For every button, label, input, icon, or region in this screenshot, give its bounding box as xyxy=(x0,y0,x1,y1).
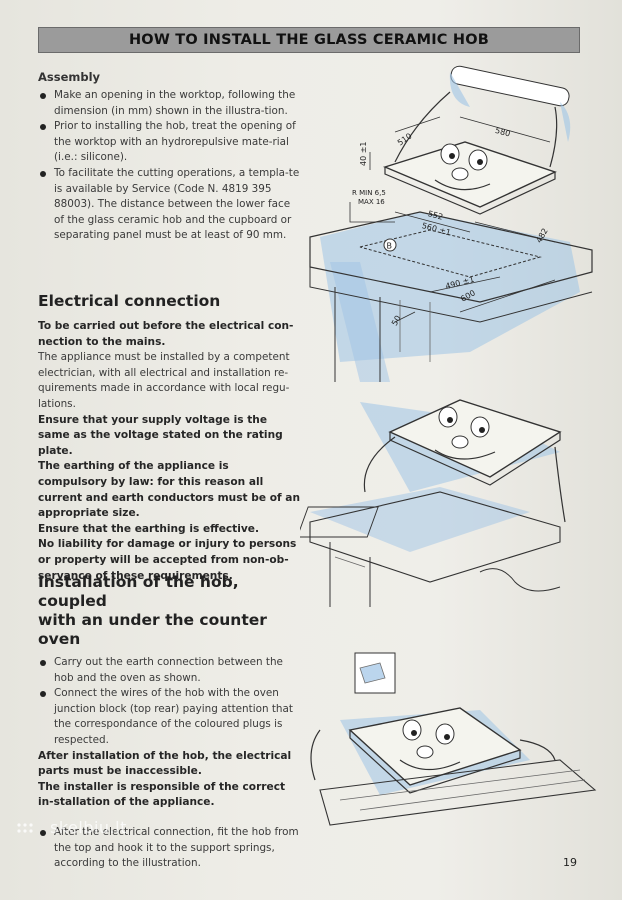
oven-bullet-1: Carry out the earth connection between t… xyxy=(38,655,300,686)
electrical-heading: Electrical connection xyxy=(38,292,221,310)
dim-40: 40 ±1 xyxy=(359,141,368,166)
assembly-bullet-1: Make an opening in the worktop, followin… xyxy=(38,88,300,119)
assembly-heading: Assembly xyxy=(38,70,101,84)
electrical-bold-1: Ensure that your supply voltage is the s… xyxy=(38,413,283,457)
dim-552: 552 xyxy=(427,209,444,222)
electrical-lead: To be carried out before the electrical … xyxy=(38,320,294,348)
page-number: 19 xyxy=(563,856,577,869)
electrical-bold-4: No liability for damage or injury to per… xyxy=(38,538,297,582)
assembly-section: Assembly Make an opening in the worktop,… xyxy=(38,70,300,244)
spring-detail-illustration xyxy=(354,652,396,694)
earth-connection-illustration xyxy=(300,399,566,607)
dim-rmin: R MIN 6,5 xyxy=(352,189,386,197)
watermark-text: skelbiu.lt xyxy=(50,818,127,837)
oven-bold-1: After installation of the hob, the elect… xyxy=(38,749,292,778)
assembly-list: Make an opening in the worktop, followin… xyxy=(38,88,300,244)
page-title: HOW TO INSTALL THE GLASS CERAMIC HOB xyxy=(38,27,580,53)
oven-final-list: After the electrical connection, fit the… xyxy=(38,825,300,872)
oven-heading-line2: with an under the counter oven xyxy=(38,611,267,648)
oven-bullet-2: Connect the wires of the hob with the ov… xyxy=(38,686,300,748)
oven-section: Installation of the hob, coupled with an… xyxy=(38,573,300,872)
electrical-para: The appliance must be installed by a com… xyxy=(38,351,290,410)
dim-50: 50 xyxy=(390,314,403,327)
oven-list: Carry out the earth connection between t… xyxy=(38,655,300,749)
watermark-logo-icon xyxy=(17,823,33,833)
cutout-dimensions-illustration: B 40 ±1 510 580 R MIN 6,5 MAX 16 552 560… xyxy=(309,65,593,382)
fit-hob-illustration xyxy=(310,707,597,826)
oven-heading-line1: Installation of the hob, coupled xyxy=(38,573,239,610)
dim-b: B xyxy=(387,242,393,251)
dim-rmax: MAX 16 xyxy=(358,198,385,206)
assembly-bullet-2: Prior to installing the hob, treat the o… xyxy=(38,119,300,166)
dim-580: 580 xyxy=(494,126,511,139)
assembly-bullet-3: To facilitate the cutting operations, a … xyxy=(38,166,300,244)
electrical-section: Electrical connection To be carried out … xyxy=(38,292,300,584)
electrical-bold-3: Ensure that the earthing is effective. xyxy=(38,522,259,535)
electrical-bold-2: The earthing of the appliance is compuls… xyxy=(38,460,300,520)
oven-bold-2: The installer is responsible of the corr… xyxy=(38,780,286,809)
oven-final-bullet: After the electrical connection, fit the… xyxy=(38,825,300,872)
